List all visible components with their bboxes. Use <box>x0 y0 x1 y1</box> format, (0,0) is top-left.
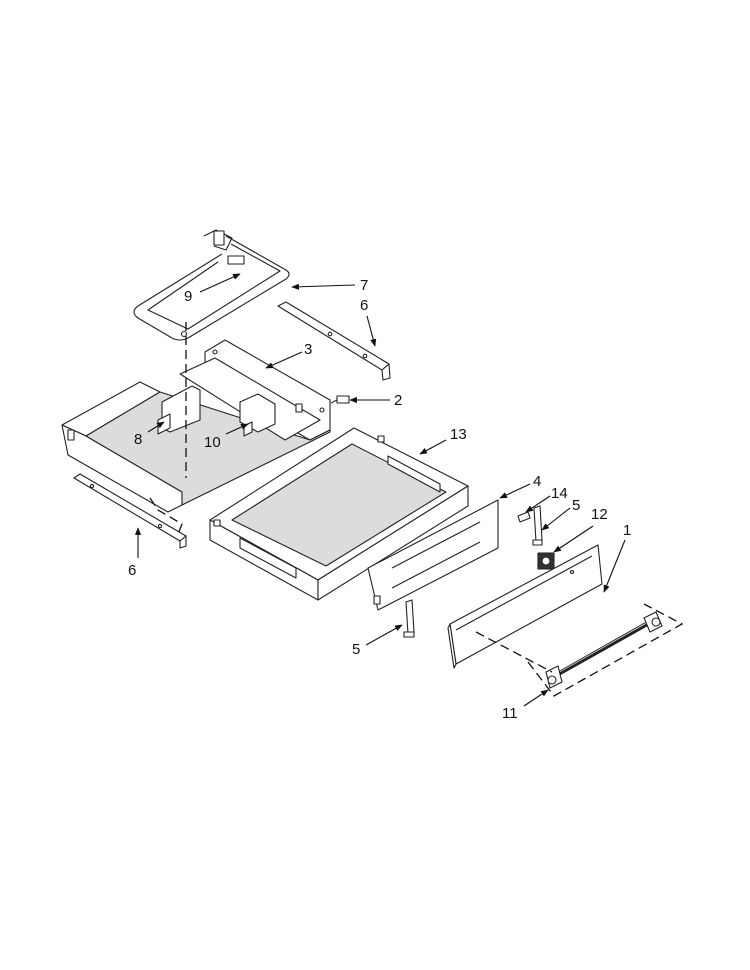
assembly-dash-lines <box>149 322 684 697</box>
part-5-upper-bracket <box>532 505 543 546</box>
part-6-upper-slide-rail <box>277 301 391 381</box>
callout-1-label: 1 <box>623 522 631 539</box>
part-12-badge <box>537 552 555 570</box>
callout-14-label: 14 <box>551 485 568 502</box>
callout-10-label: 10 <box>204 434 221 451</box>
callout-2-label: 2 <box>394 392 402 409</box>
callout-3-label: 3 <box>304 341 312 358</box>
part-5-lower-bracket <box>403 599 415 638</box>
part-3-drawer-housing <box>61 339 331 513</box>
part-14-clip <box>517 511 531 523</box>
callout-6b: 6 <box>128 527 142 579</box>
part-2-screw <box>330 395 350 404</box>
part-13-drawer-pan <box>209 427 469 601</box>
callout-2: 2 <box>349 392 402 409</box>
callout-6a: 6 <box>360 297 377 347</box>
callout-5b: 5 <box>352 624 403 658</box>
callout-5a: 5 <box>541 497 580 531</box>
callout-5b-label: 5 <box>352 641 360 658</box>
callout-10: 10 <box>204 423 249 451</box>
part-1-outer-drawer-front <box>447 544 603 669</box>
callout-4-label: 4 <box>533 473 541 490</box>
part-6-lower-slide-rail <box>73 473 187 549</box>
callout-11: 11 <box>502 689 549 722</box>
callout-12: 12 <box>553 506 608 553</box>
callout-9: 9 <box>184 273 241 305</box>
callout-6a-label: 6 <box>360 297 368 314</box>
callout-1: 1 <box>603 522 631 593</box>
callout-9-label: 9 <box>184 288 192 305</box>
callout-4: 4 <box>499 473 541 499</box>
callout-14: 14 <box>525 485 568 513</box>
callout-11-label: 11 <box>502 705 518 722</box>
part-4-inner-front-panel <box>367 499 499 611</box>
callout-8: 8 <box>134 421 165 448</box>
callout-8-label: 8 <box>134 431 142 448</box>
callout-13-label: 13 <box>450 426 467 443</box>
callout-3: 3 <box>265 341 312 369</box>
callout-5a-label: 5 <box>572 497 580 514</box>
part-9-heating-element <box>133 229 290 341</box>
callout-13: 13 <box>419 426 467 455</box>
callout-7: 7 <box>291 277 368 294</box>
callout-12-label: 12 <box>591 506 608 523</box>
callout-6b-label: 6 <box>128 562 136 579</box>
part-11-handle <box>545 611 663 689</box>
callout-7-label: 7 <box>360 277 368 294</box>
